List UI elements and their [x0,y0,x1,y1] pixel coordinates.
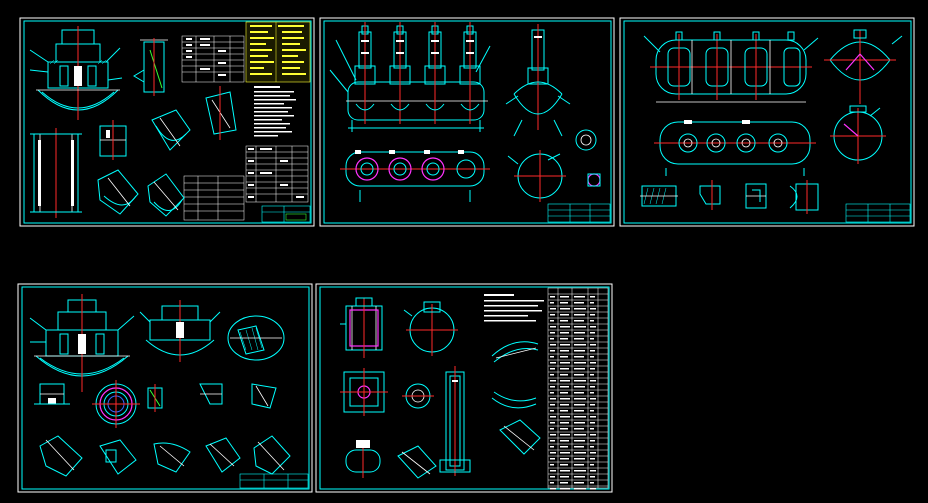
vessel-shell-plan [654,120,816,176]
flange-detail-a [99,120,127,160]
drawing-sheet-5[interactable] [315,283,613,493]
vessel-plan-view [340,150,490,202]
cylinder-part-elevation [340,297,383,358]
shell-long-section [30,128,82,218]
nozzle-flange-detail [575,129,601,187]
technical-notes [254,86,296,137]
manhole-ring-plan [92,380,140,428]
drawing-sheet-3[interactable] [619,17,915,227]
vessel-shell-elevation [643,31,819,103]
weld-table [183,175,245,221]
bracket-details [345,419,541,479]
small-weld-details [34,383,277,412]
title-block-1 [261,205,311,223]
material-table-top [181,35,245,83]
drawing-sheet-1[interactable] [19,17,315,227]
shell-circular-section [507,150,566,202]
bill-of-materials-table [547,287,609,490]
support-lug-detail [133,38,168,96]
nozzle-detail-b [151,109,191,151]
drawing-sheet-2[interactable] [319,17,615,227]
square-plate-detail [340,368,388,416]
design-data-table [245,21,311,83]
shell-round-section [830,105,886,164]
nozzle-detail-e [147,173,185,217]
drawing-sheet-4[interactable] [17,283,313,493]
head-end-view [824,29,903,104]
head-assembly-section [29,294,135,392]
long-shaft-detail [439,366,471,476]
cylinder-part-plan [403,301,458,356]
vessel-side-view [505,24,571,137]
nozzle-detail-d [97,169,139,215]
head-section-view [29,26,123,120]
title-block-4 [239,473,309,489]
curved-plate-detail [491,341,539,409]
dome-section-view [139,300,221,362]
small-ring-detail [402,383,434,409]
title-block-3 [845,203,911,223]
flange-hatched-detail [227,315,285,361]
nozzle-table [245,145,309,203]
vessel-elevation-view [329,22,491,132]
part-notes [484,294,544,322]
weld-detail-row [640,180,819,214]
reinforcement-detail-c [205,86,237,140]
nozzle-row-details [39,435,291,477]
title-block-2 [547,203,611,223]
